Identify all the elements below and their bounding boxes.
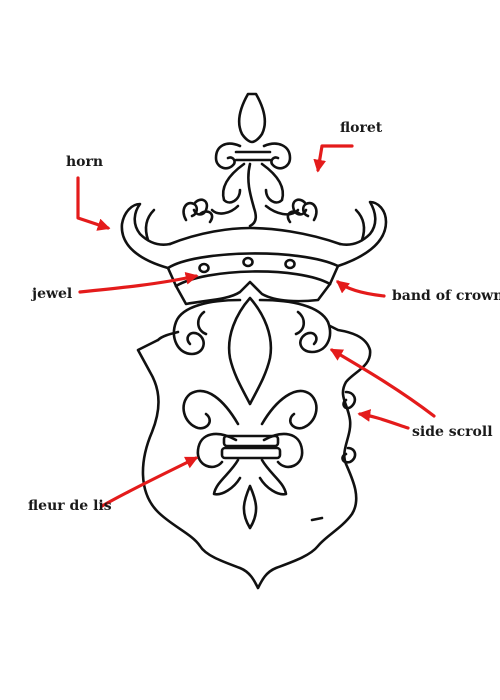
crown-fleur-side-curl-l xyxy=(210,204,240,215)
band-top xyxy=(166,252,340,270)
band-left-end xyxy=(166,266,178,288)
shield xyxy=(136,324,372,590)
right-horn xyxy=(336,200,388,268)
label-jewel: jewel xyxy=(30,286,72,302)
fleur-band xyxy=(222,434,280,448)
fleur-band-lower xyxy=(220,446,282,460)
fleur-right-petal-inner xyxy=(262,432,304,469)
band-arrow xyxy=(335,280,386,298)
jewel-3 xyxy=(284,258,296,270)
annotation-arrows xyxy=(76,144,436,508)
label-horn: horn xyxy=(66,154,103,170)
side-scroll-arrow-1 xyxy=(329,348,436,418)
crown-fleur-left xyxy=(214,142,242,170)
right-floret xyxy=(286,198,318,224)
fleur-de-lis xyxy=(182,296,318,530)
crown-arch xyxy=(168,226,342,246)
jewel-1 xyxy=(198,262,210,274)
fleur-central-petal xyxy=(227,296,273,406)
label-band-of-crown: band of crown xyxy=(392,288,500,304)
shield-outline xyxy=(136,324,372,590)
crown-fleur-left-lower xyxy=(221,162,246,204)
shield-top-left xyxy=(156,330,180,342)
horn-arrow xyxy=(76,176,111,231)
left-floret xyxy=(182,198,214,224)
left-horn-inner xyxy=(144,208,156,242)
band-lower-outline xyxy=(174,280,332,306)
crown-fleur-stem xyxy=(247,162,258,228)
crown-fleur-side-curl-r xyxy=(264,204,300,216)
crown-top xyxy=(120,92,388,270)
crown-fleur-right-lower xyxy=(260,162,285,204)
right-upper-scroll xyxy=(258,298,332,354)
crown-fleur-right xyxy=(262,142,292,170)
right-scroll-inner xyxy=(294,310,306,336)
label-side-scroll: side scroll xyxy=(412,424,493,440)
shield-tick xyxy=(310,516,324,522)
labels: horn floret jewel band of crown side scr… xyxy=(28,120,500,514)
fleur-lower-left xyxy=(212,458,242,496)
fleur-arrow xyxy=(100,456,199,508)
fleur-bottom-point xyxy=(242,484,258,530)
right-lower-scroll xyxy=(341,446,357,464)
fleur-right-petal xyxy=(260,389,318,430)
crown-band xyxy=(166,252,340,306)
side-scroll-arrow-2 xyxy=(357,409,410,430)
label-fleur-de-lis: fleur de lis xyxy=(28,498,112,514)
floret-arrow xyxy=(313,144,354,173)
crown-fleur-top xyxy=(237,92,267,144)
right-horn-inner xyxy=(354,208,366,242)
band-right-end xyxy=(328,264,340,286)
jewel-2 xyxy=(242,256,254,268)
side-scrolls xyxy=(172,298,357,464)
fleur-left-petal-inner xyxy=(196,432,238,469)
jewel-arrow xyxy=(78,271,199,294)
fleur-lower-right xyxy=(258,458,288,496)
left-scroll-inner xyxy=(196,310,208,336)
fleur-left-petal xyxy=(182,389,240,430)
label-floret: floret xyxy=(340,120,383,136)
right-side-scroll xyxy=(342,390,357,410)
crown-fleur-band xyxy=(234,150,272,162)
left-upper-scroll xyxy=(172,298,242,356)
